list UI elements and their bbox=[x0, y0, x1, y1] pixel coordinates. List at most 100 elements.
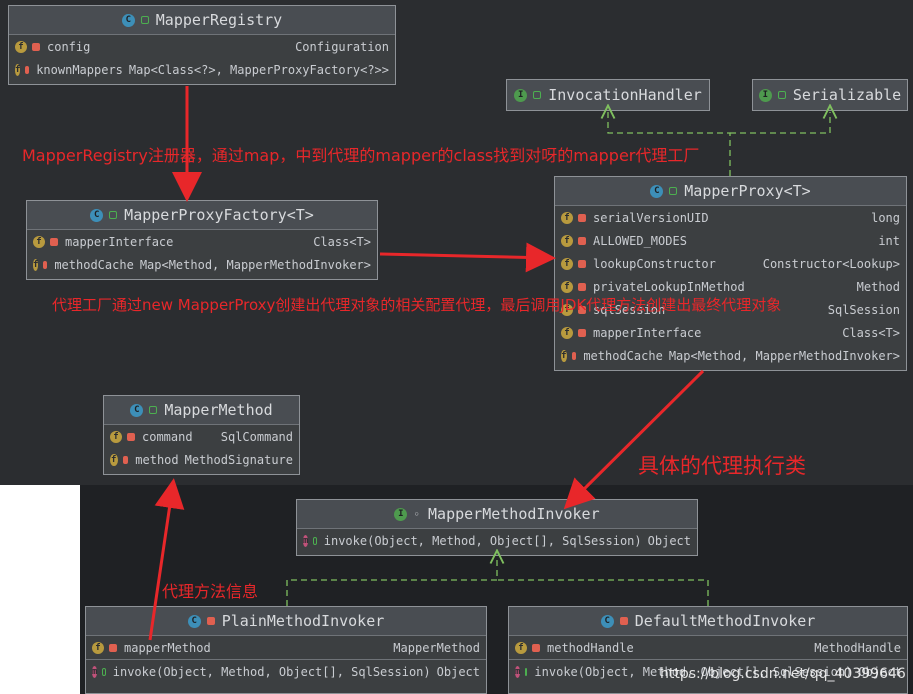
method-name: invoke(Object, Method, Object[], SqlSess… bbox=[323, 533, 642, 548]
method-row[interactable]: m invoke(Object, Method, Object[], SqlSes… bbox=[86, 660, 486, 683]
serializable-title: Serializable bbox=[792, 86, 902, 104]
plain-method-invoker-title: PlainMethodInvoker bbox=[221, 612, 385, 630]
implements-line bbox=[286, 557, 497, 606]
private-lock-icon bbox=[109, 643, 117, 652]
section-divider bbox=[86, 659, 486, 660]
proxy-to-invoker-arrow bbox=[563, 369, 705, 510]
public-lock-icon bbox=[102, 667, 106, 676]
serializable-header: I Serializable bbox=[753, 80, 907, 110]
private-lock-icon bbox=[578, 213, 586, 222]
registry-note: MapperRegistry注册器，通过map，中到代理的mapper的clas… bbox=[22, 146, 700, 165]
private-lock-icon bbox=[50, 237, 58, 246]
field-name: mapperInterface bbox=[65, 234, 174, 249]
public-lock-icon bbox=[313, 536, 317, 545]
field-type: SqlSession bbox=[827, 302, 900, 317]
factory-to-proxy-arrow bbox=[379, 242, 556, 273]
field-row[interactable]: f sqlSession SqlSession bbox=[555, 298, 906, 321]
public-lock-icon bbox=[140, 16, 149, 24]
inner-class-icon: C bbox=[187, 614, 201, 628]
class-icon: C bbox=[90, 208, 104, 222]
field-icon: f bbox=[561, 234, 573, 247]
field-name: config bbox=[47, 39, 91, 54]
field-icon: f bbox=[561, 211, 573, 224]
private-lock-icon bbox=[532, 643, 540, 652]
interface-icon: I bbox=[514, 88, 528, 102]
private-lock-icon bbox=[571, 351, 577, 360]
field-row[interactable]: f config Configuration bbox=[9, 35, 395, 58]
package-private-icon: ◦ bbox=[413, 507, 421, 521]
public-lock-icon bbox=[533, 91, 542, 99]
white-corner bbox=[0, 485, 80, 694]
field-name: method bbox=[135, 452, 179, 467]
field-name: methodHandle bbox=[547, 640, 634, 655]
field-row[interactable]: f methodCache Map<Method, MapperMethodIn… bbox=[27, 253, 377, 276]
mapper-registry-box[interactable]: C MapperRegistry f config Configuration … bbox=[8, 5, 396, 85]
field-type: Class<T> bbox=[313, 234, 371, 249]
field-row[interactable]: f knownMappers Map<Class<?>, MapperProxy… bbox=[9, 58, 395, 81]
field-type: Map<Method, MapperMethodInvoker> bbox=[139, 257, 371, 272]
default-method-invoker-header: C DefaultMethodInvoker bbox=[509, 607, 907, 636]
field-icon: f bbox=[561, 280, 573, 293]
method-icon: m bbox=[515, 665, 521, 678]
method-name: invoke(Object, Method, Object[], SqlSess… bbox=[112, 664, 431, 679]
invocation-handler-box[interactable]: I InvocationHandler bbox=[506, 79, 710, 111]
mapper-registry-title: MapperRegistry bbox=[155, 11, 283, 29]
method-name: invoke(Object, Method, Object[], SqlSess… bbox=[534, 664, 853, 679]
public-lock-icon bbox=[777, 91, 786, 99]
mapper-method-header: C MapperMethod bbox=[104, 396, 299, 425]
private-lock-icon bbox=[25, 65, 30, 74]
field-name: mapperMethod bbox=[124, 640, 211, 655]
class-icon: C bbox=[130, 403, 144, 417]
mapper-registry-header: C MapperRegistry bbox=[9, 6, 395, 35]
field-row[interactable]: f mapperInterface Class<T> bbox=[27, 230, 377, 253]
field-name: serialVersionUID bbox=[593, 210, 709, 225]
method-icon: m bbox=[92, 665, 98, 678]
private-lock-icon bbox=[578, 305, 586, 314]
method-return-type: Object bbox=[858, 664, 902, 679]
field-icon: f bbox=[92, 641, 104, 654]
class-icon: C bbox=[650, 184, 664, 198]
field-name: sqlSession bbox=[593, 302, 666, 317]
field-type: SqlCommand bbox=[220, 429, 293, 444]
method-icon: m bbox=[303, 534, 309, 547]
default-method-invoker-title: DefaultMethodInvoker bbox=[634, 612, 816, 630]
field-name: ALLOWED_MODES bbox=[593, 233, 687, 248]
field-icon: f bbox=[561, 303, 573, 316]
method-return-type: Object bbox=[436, 664, 480, 679]
public-lock-icon bbox=[109, 211, 118, 219]
method-row[interactable]: m invoke(Object, Method, Object[], SqlSes… bbox=[509, 660, 907, 683]
private-lock-icon bbox=[206, 617, 215, 625]
field-type: Map<Method, MapperMethodInvoker> bbox=[668, 348, 900, 363]
mapper-proxy-header: C MapperProxy<T> bbox=[555, 177, 906, 206]
implements-line bbox=[497, 579, 709, 606]
implements-line bbox=[608, 112, 731, 176]
mapper-method-invoker-title: MapperMethodInvoker bbox=[428, 505, 600, 523]
field-type: Method bbox=[856, 279, 900, 294]
private-lock-icon bbox=[578, 259, 586, 268]
proxy-note: 具体的代理执行类 bbox=[638, 454, 806, 478]
plain-to-mappermethod-arrow bbox=[148, 478, 185, 641]
invoker-note: 代理方法信息 bbox=[162, 582, 259, 601]
field-name: methodCache bbox=[54, 257, 134, 272]
mapper-proxy-factory-title: MapperProxyFactory<T> bbox=[124, 206, 314, 224]
field-type: MethodHandle bbox=[814, 640, 901, 655]
method-row[interactable]: m invoke(Object, Method, Object[], SqlSes… bbox=[297, 529, 697, 552]
field-name: methodCache bbox=[583, 348, 663, 363]
mapper-proxy-factory-box[interactable]: C MapperProxyFactory<T> f mapperInterfac… bbox=[26, 200, 378, 280]
mapper-method-title: MapperMethod bbox=[164, 401, 273, 419]
